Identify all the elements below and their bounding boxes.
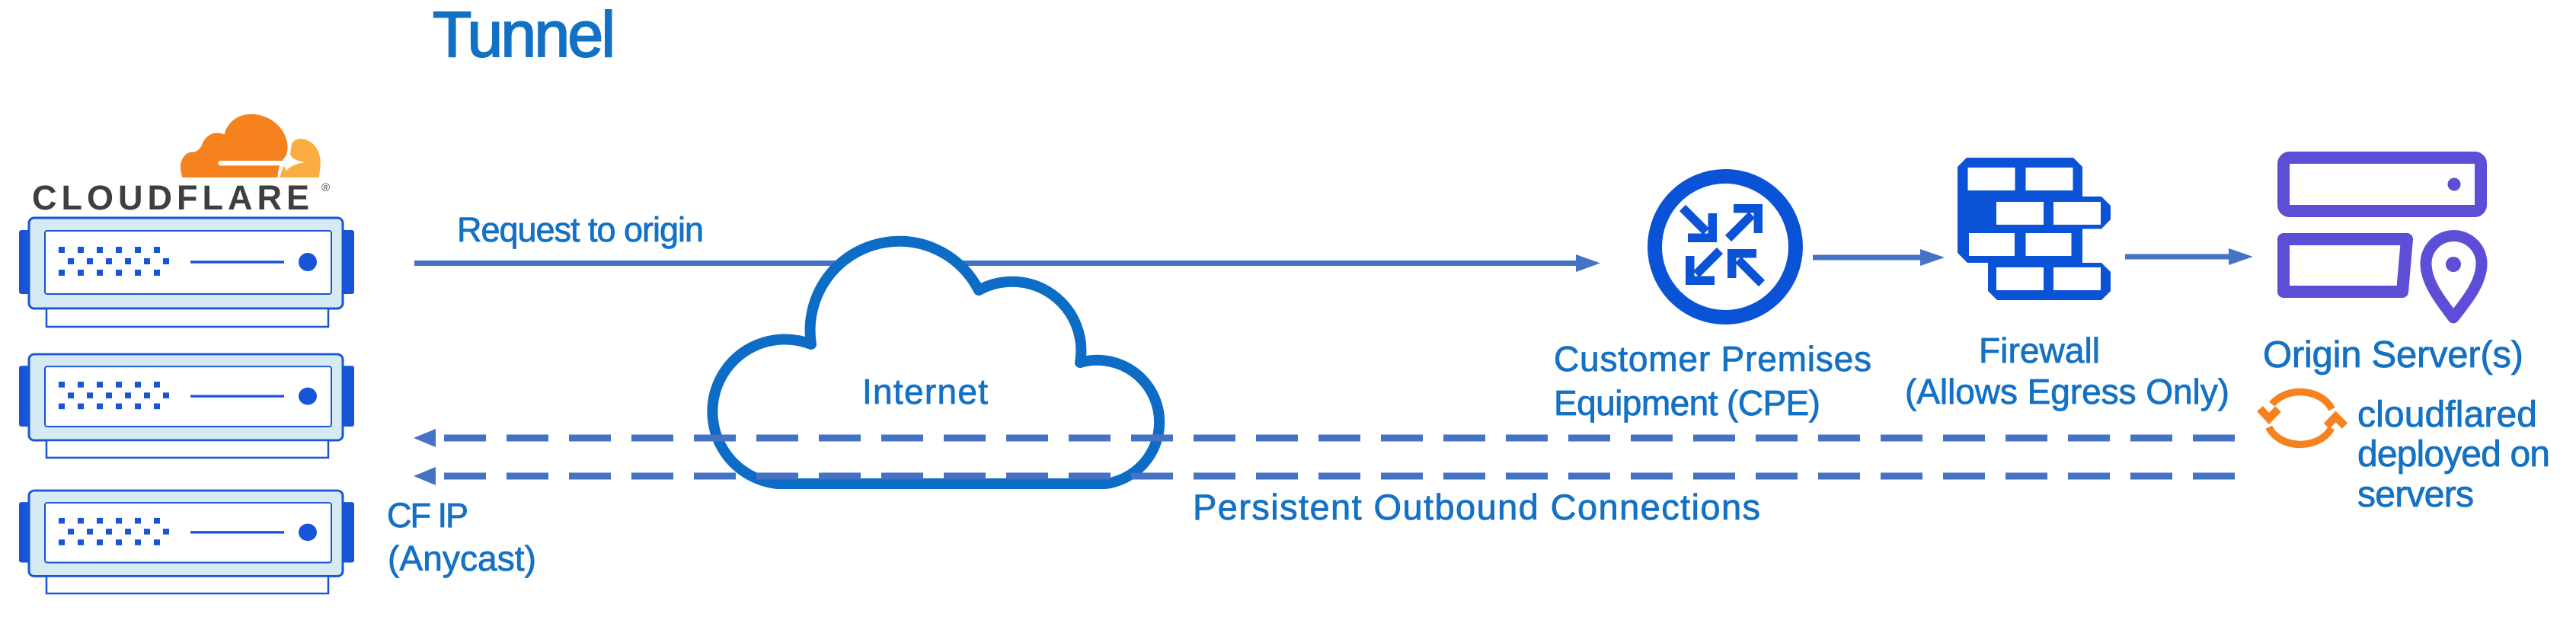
svg-text:servers: servers [2357,475,2474,515]
svg-text:Equipment (CPE): Equipment (CPE) [1554,383,1820,423]
svg-text:(Anycast): (Anycast) [388,539,536,578]
svg-text:Internet: Internet [862,372,988,411]
svg-text:deployed on: deployed on [2357,434,2550,475]
svg-text:Request to origin: Request to origin [457,210,704,249]
svg-text:CLOUDFLARE: CLOUDFLARE [32,178,314,217]
svg-text:®: ® [321,181,330,194]
svg-text:Origin Server(s): Origin Server(s) [2263,334,2523,376]
svg-text:Tunnel: Tunnel [433,0,615,70]
svg-text:(Allows Egress Only): (Allows Egress Only) [1905,372,2229,411]
svg-text:cloudflared: cloudflared [2357,395,2537,435]
svg-text:Persistent Outbound Connection: Persistent Outbound Connections [1193,487,1760,527]
svg-text:CF IP: CF IP [387,496,468,535]
svg-text:Customer Premises: Customer Premises [1554,339,1871,379]
svg-text:Firewall: Firewall [1979,331,2100,370]
